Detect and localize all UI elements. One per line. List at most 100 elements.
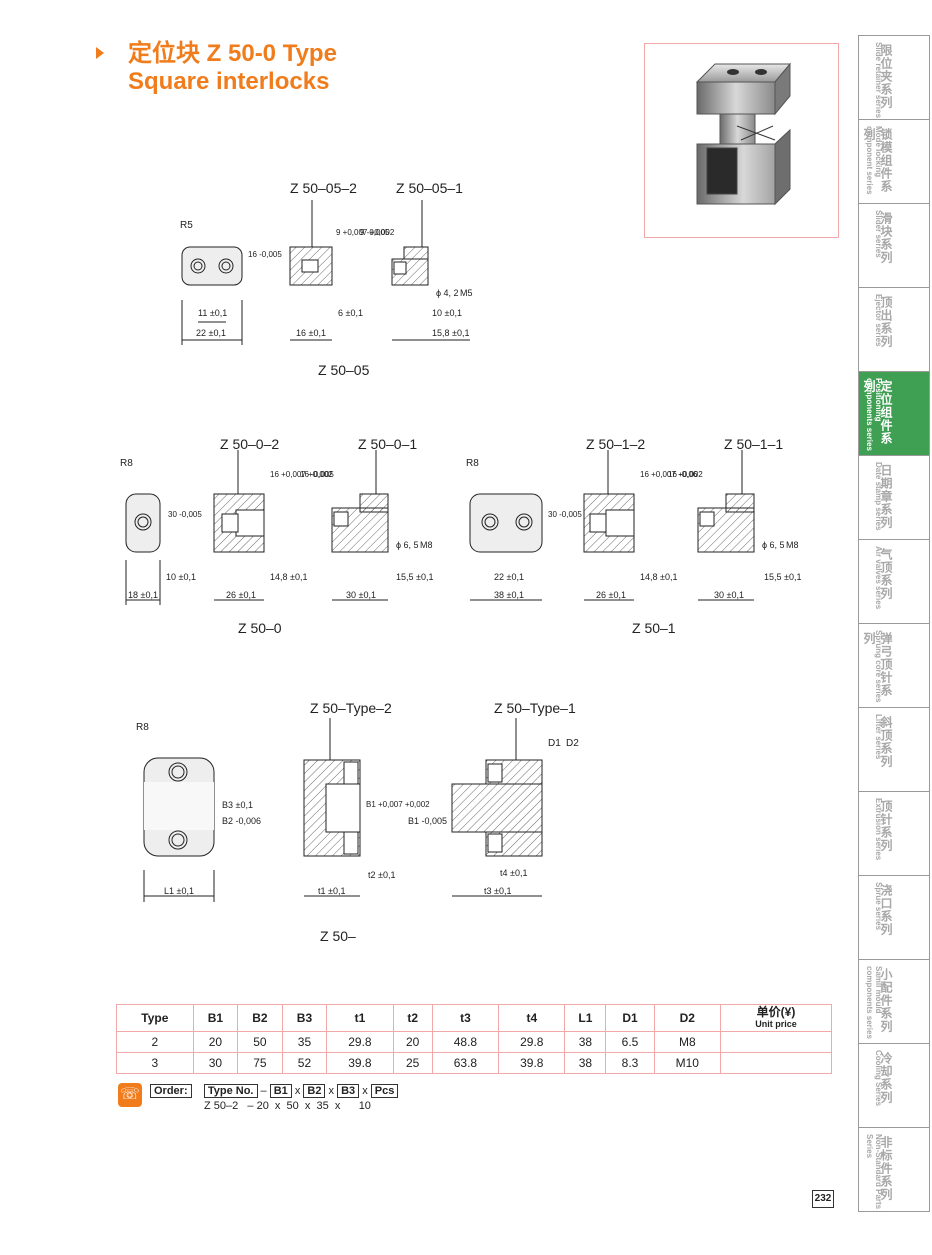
cell: 48.8 bbox=[431, 1031, 500, 1053]
col-b1: B1 bbox=[192, 1004, 239, 1032]
z500-dim-30: 30 ±0,1 bbox=[346, 590, 376, 600]
z501-dim-30tol: 30 -0,005 bbox=[548, 510, 582, 519]
z50type-dim-t1: t1 ±0,1 bbox=[318, 886, 346, 896]
z500-caption: Z 50–0 bbox=[238, 620, 282, 636]
z5005-dim-10: 10 ±0,1 bbox=[432, 308, 462, 318]
z5005-dim-11: 11 ±0,1 bbox=[198, 308, 228, 318]
col-l1: L1 bbox=[564, 1004, 607, 1032]
cell: 29.8 bbox=[326, 1031, 394, 1053]
z5005-dim-6: 6 ±0,1 bbox=[338, 308, 363, 318]
z50type-dim-l1: L1 ±0,1 bbox=[164, 886, 194, 896]
sidebar-item-zh: 斜顶系列 bbox=[879, 716, 893, 768]
sidebar-item-en: Ejector series bbox=[874, 294, 883, 347]
z500-dim-155: 15,5 ±0,1 bbox=[396, 572, 434, 582]
cell: 3 bbox=[116, 1052, 194, 1074]
z500-2-label: Z 50–0–2 bbox=[220, 436, 280, 452]
order-field-b1: B1 bbox=[269, 1084, 292, 1098]
z501-2-section bbox=[583, 450, 635, 601]
z501-dim-22: 22 ±0,1 bbox=[494, 572, 524, 582]
z500-dim-phi: ϕ 6, 5 bbox=[396, 540, 419, 550]
cell: 2 bbox=[116, 1031, 194, 1053]
z50type-1-label: Z 50–Type–1 bbox=[494, 700, 576, 716]
z50type-dim-t3: t3 ±0,1 bbox=[484, 886, 512, 896]
cell: 50 bbox=[237, 1031, 283, 1053]
sidebar-item-zh: 气顶系列 bbox=[879, 548, 893, 600]
z50type-dim-b2: B2 -0,006 bbox=[222, 816, 262, 826]
cell: 38 bbox=[564, 1031, 607, 1053]
sidebar-item-en: Date stamp series bbox=[874, 462, 883, 531]
sidebar-item-en: Samll mould components series bbox=[865, 966, 883, 1039]
order-field-pcs: Pcs bbox=[370, 1084, 399, 1098]
sidebar-item-en: Mode locking component series bbox=[865, 126, 883, 195]
z5005-2-label: Z 50–05–2 bbox=[290, 180, 357, 196]
sidebar-item-zh: 顶针系列 bbox=[879, 800, 893, 852]
page-number: 232 bbox=[812, 1190, 834, 1208]
sidebar-item-zh: 限位夹系列 bbox=[879, 44, 893, 109]
z501-dim-148: 14,8 ±0,1 bbox=[640, 572, 678, 582]
table-row: 2 20 50 35 29.8 20 48.8 29.8 38 6.5 M8 bbox=[116, 1031, 832, 1053]
z501-dim-16b: 16 -0,06 bbox=[668, 470, 698, 479]
sidebar-item-en: Slide retainer series bbox=[874, 42, 883, 119]
z50type-front-view bbox=[143, 757, 215, 902]
cell: 20 bbox=[192, 1031, 239, 1053]
title-line-1: 定位块 Z 50-0 Type bbox=[128, 40, 337, 67]
col-type: Type bbox=[116, 1004, 194, 1032]
sidebar-item-en: Cooling Series bbox=[874, 1050, 883, 1107]
sidebar-item-zh: 定位组件系列 bbox=[862, 380, 893, 445]
sidebar-item-en: Non-Standard Parts Series bbox=[865, 1134, 883, 1210]
z500-front-view bbox=[125, 493, 161, 605]
cell: 20 bbox=[392, 1031, 433, 1053]
z501-dim-phi: ϕ 6, 5 bbox=[762, 540, 785, 550]
z50type-dim-b1b: B1 -0,005 bbox=[408, 816, 448, 826]
cell: 30 bbox=[192, 1052, 239, 1074]
z500-1-label: Z 50–0–1 bbox=[358, 436, 418, 452]
z501-dim-155: 15,5 ±0,1 bbox=[764, 572, 802, 582]
sidebar-item-zh: 非标件系列 bbox=[879, 1136, 893, 1201]
z5005-dim-phi: ϕ 4, 2 bbox=[436, 288, 459, 298]
cell: 39.8 bbox=[498, 1052, 566, 1074]
z501-dim-30: 30 ±0,1 bbox=[714, 590, 744, 600]
cell: 29.8 bbox=[498, 1031, 566, 1053]
z501-2-label: Z 50–1–2 bbox=[586, 436, 646, 452]
sidebar-item-en: Sprung core series bbox=[874, 630, 883, 703]
cell: 75 bbox=[237, 1052, 283, 1074]
z501-1-label: Z 50–1–1 bbox=[724, 436, 784, 452]
cell: 38 bbox=[564, 1052, 607, 1074]
cell: 63.8 bbox=[431, 1052, 500, 1074]
col-t4: t4 bbox=[498, 1004, 566, 1032]
order-example: Z 50–2 – 20 x 50 x 35 x 10 bbox=[204, 1100, 371, 1112]
z50type-dim-b3: B3 ±0,1 bbox=[222, 800, 253, 810]
z50type-dim-d1: D1 bbox=[548, 738, 561, 749]
col-b3: B3 bbox=[281, 1004, 328, 1032]
sidebar-item-zh: 日期章系列 bbox=[879, 464, 893, 529]
z50type-dim-t2: t2 ±0,1 bbox=[368, 870, 396, 880]
cell: 39.8 bbox=[326, 1052, 394, 1074]
sidebar-item-en: Air valves series bbox=[874, 546, 883, 610]
order-field-b2: B2 bbox=[303, 1084, 326, 1098]
z501-dim-38: 38 ±0,1 bbox=[494, 590, 524, 600]
phone-icon: ☏ bbox=[118, 1083, 142, 1107]
col-d1: D1 bbox=[605, 1004, 655, 1032]
z5005-1-label: Z 50–05–1 bbox=[396, 180, 463, 196]
col-t3: t3 bbox=[431, 1004, 500, 1032]
title-line-2: Square interlocks bbox=[128, 68, 330, 95]
cell: M8 bbox=[653, 1031, 722, 1053]
bullet-arrow-icon bbox=[96, 47, 104, 59]
sidebar-item-en: Positioning components series bbox=[865, 378, 883, 451]
sidebar-item-zh: 浇口系列 bbox=[879, 884, 893, 936]
